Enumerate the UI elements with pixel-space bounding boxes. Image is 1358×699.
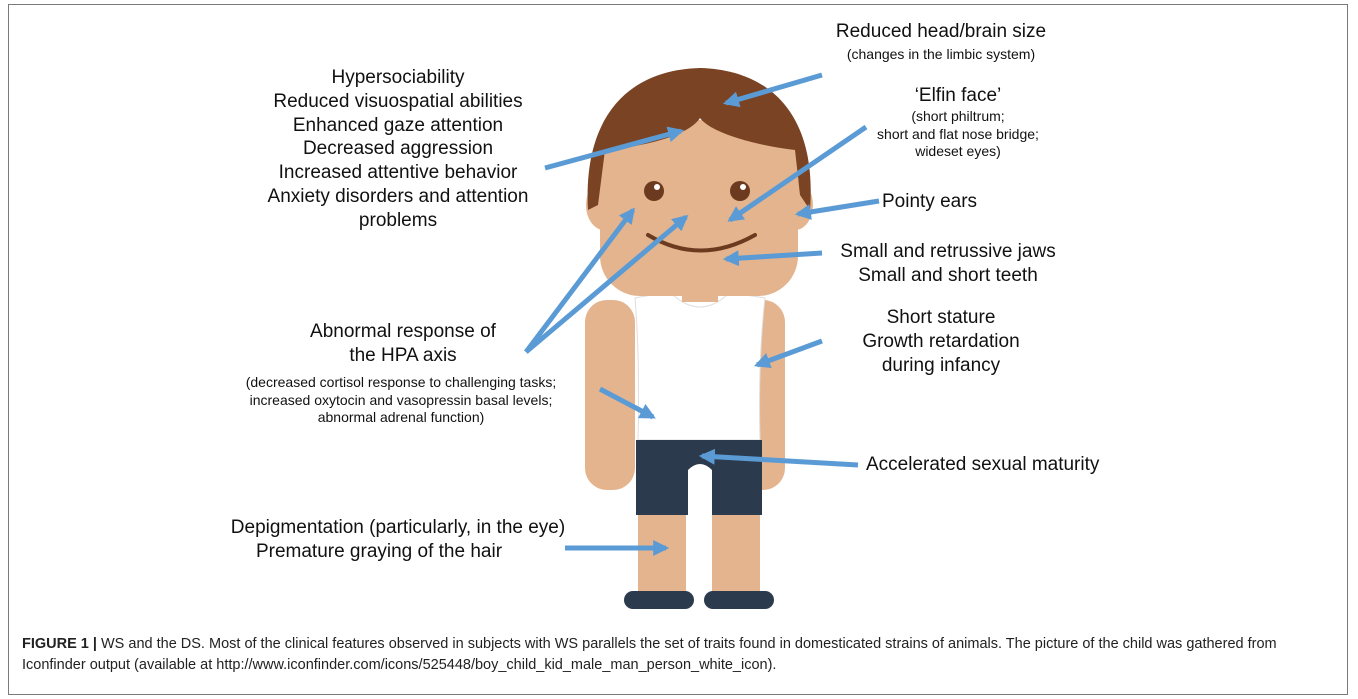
right-eye [730, 181, 750, 201]
right-leg [712, 505, 760, 605]
label-depigmentation: Depigmentation (particularly, in the eye… [218, 516, 578, 564]
label-sexual-maturity: Accelerated sexual maturity [866, 453, 1106, 477]
left-leg [638, 505, 686, 605]
label-jaws: Small and retrussive jaws Small and shor… [828, 240, 1068, 288]
label-stature: Short stature Growth retardation during … [836, 306, 1046, 377]
label-hpa-title: Abnormal response of the HPA axis [258, 320, 548, 368]
label-head-size-title: Reduced head/brain size [826, 20, 1056, 44]
caption-text: WS and the DS. Most of the clinical feat… [22, 636, 1277, 673]
label-pointy-ears: Pointy ears [882, 190, 1012, 214]
label-head-size-detail: (changes in the limbic system) [826, 46, 1056, 64]
shorts [636, 440, 762, 515]
label-elfin-title: ‘Elfin face’ [868, 84, 1048, 108]
left-eye [644, 181, 664, 201]
shirt [635, 294, 765, 440]
caption-label: FIGURE 1 | [22, 636, 97, 652]
right-shoe [704, 591, 774, 609]
left-shoe [624, 591, 694, 609]
label-behavior: Hypersociability Reduced visuospatial ab… [228, 66, 568, 232]
figure-caption: FIGURE 1 | WS and the DS. Most of the cl… [22, 634, 1340, 675]
label-hpa-detail: (decreased cortisol response to challeng… [226, 374, 576, 427]
label-elfin-detail: (short philtrum; short and flat nose bri… [848, 108, 1068, 161]
